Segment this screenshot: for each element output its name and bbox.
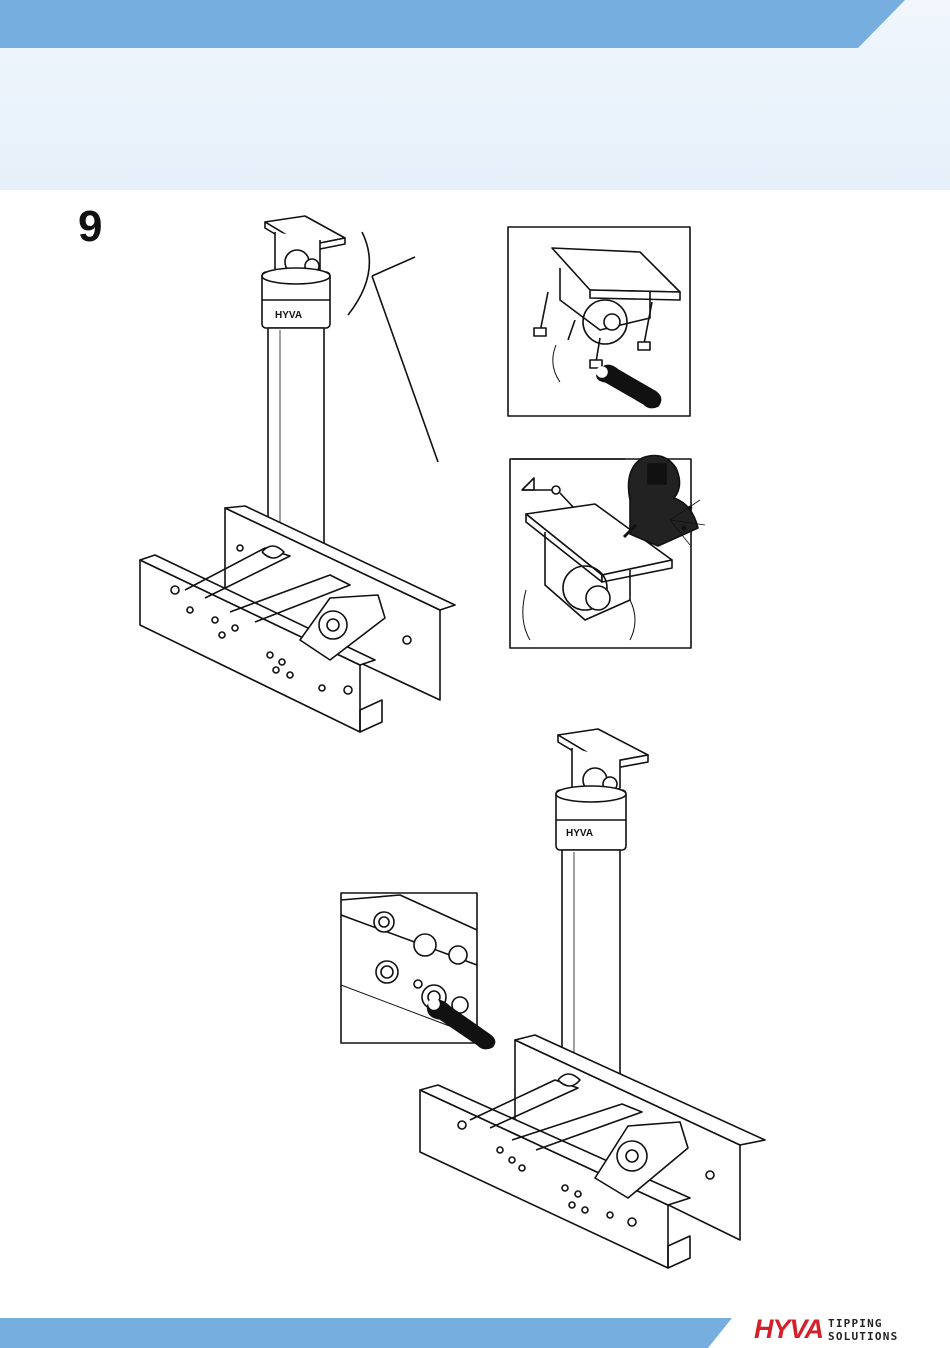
svg-text:HYVA: HYVA — [275, 310, 302, 321]
welder-figure — [624, 456, 705, 546]
detail-bolt-tightening — [508, 227, 690, 416]
callout-arc — [348, 232, 369, 315]
hyva-logo: HYVA TIPPING SOLUTIONS — [752, 1312, 912, 1348]
detail-frame-bolt — [341, 893, 495, 1049]
logo-tagline-solutions: SOLUTIONS — [828, 1330, 898, 1343]
svg-text:HYVA: HYVA — [566, 828, 593, 839]
frame-main — [140, 506, 455, 732]
logo-tagline-tipping: TIPPING — [828, 1317, 883, 1330]
logo-brand: HYVA — [754, 1314, 823, 1345]
detail-welding — [510, 456, 705, 648]
frame-secondary — [420, 1035, 765, 1268]
